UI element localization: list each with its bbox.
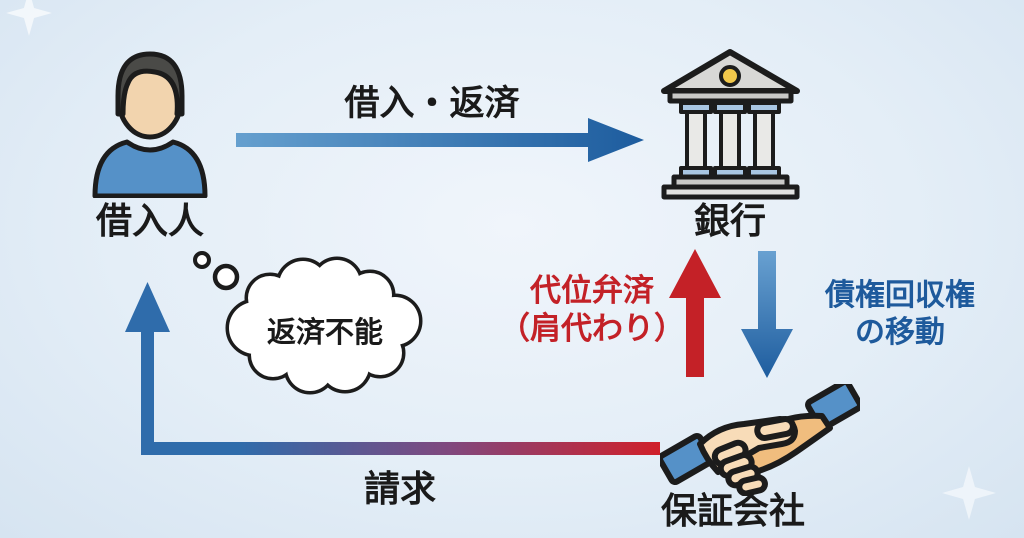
borrower-label: 借入人 (95, 200, 204, 241)
subrogation-label: 代位弁済 （肩代わり） (498, 272, 686, 348)
collection-transfer-arrow (741, 251, 793, 378)
person-icon (92, 51, 208, 198)
bank-label: 銀行 (693, 200, 766, 241)
claim-label: 請求 (363, 468, 436, 509)
collection-transfer-label: 債権回収権 の移動 (795, 277, 1005, 351)
subrogation-label-line2: （肩代わり） (499, 311, 685, 346)
collection-transfer-label-line1: 債権回収権 (825, 279, 975, 312)
thought-bubble-label: 返済不能 (266, 317, 383, 349)
guarantor-label: 保証会社 (660, 490, 805, 531)
borrow-repay-label: 借入・返済 (344, 84, 520, 123)
thought-cloud-icon (193, 251, 423, 395)
collection-transfer-label-line2: の移動 (855, 316, 945, 349)
bank-icon (661, 49, 800, 200)
borrow-repay-arrow (236, 118, 644, 162)
sparkle-icon (6, 0, 52, 36)
sparkle-icon (942, 466, 996, 520)
handshake-icon (660, 384, 860, 496)
subrogation-arrow (669, 249, 721, 377)
subrogation-label-line1: 代位弁済 (530, 273, 654, 308)
